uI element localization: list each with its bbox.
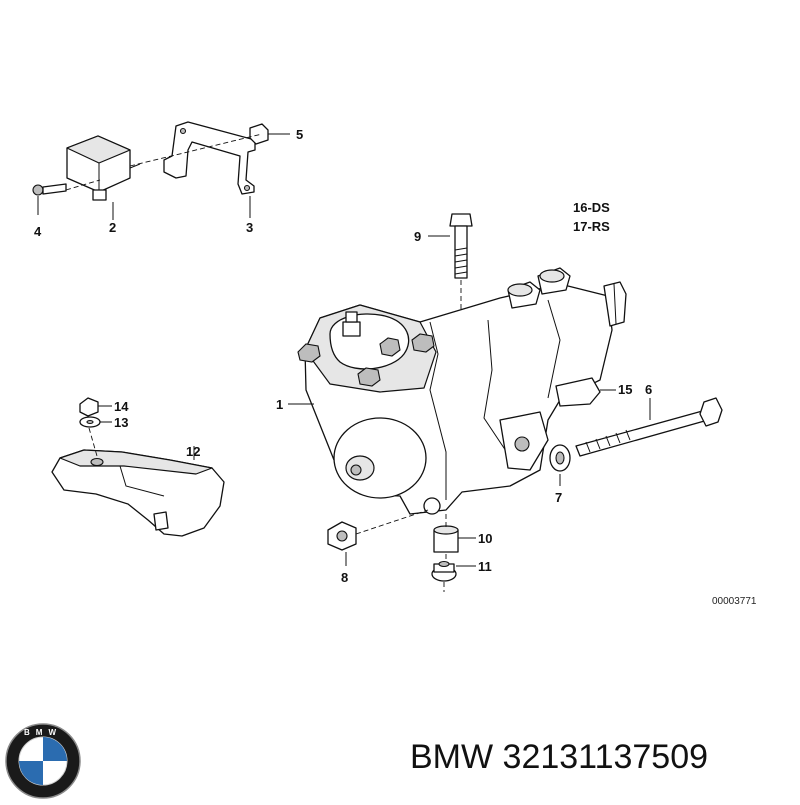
part-number: 32131137509: [502, 738, 709, 776]
callout-7: 7: [555, 490, 562, 505]
part-2-relay-box: [66, 135, 141, 201]
callout-2: 2: [109, 220, 116, 235]
dash-line: [129, 133, 263, 167]
callout-14: 14: [114, 399, 129, 414]
callout-10: 10: [478, 531, 492, 546]
part-6-long-bolt: [575, 397, 723, 457]
part-1-steering-gear: [288, 267, 627, 515]
part-4-screw: [32, 183, 67, 215]
dash-line: [88, 427, 98, 457]
callout-8: 8: [341, 570, 348, 585]
callout-4: 4: [34, 224, 42, 239]
callout-12: 12: [186, 444, 200, 459]
callout-5: 5: [296, 127, 303, 142]
logo-letters: BMW: [24, 728, 62, 737]
footer-caption: BMW 32131137509: [410, 738, 708, 777]
callout-15: 15: [618, 382, 632, 397]
brand-name: BMW: [410, 738, 494, 776]
callout-13: 13: [114, 415, 128, 430]
part-5-clip-nut: [249, 123, 290, 145]
part-13-washer: [79, 416, 112, 428]
part-11-flange-nut: [431, 514, 476, 592]
part-10-bushing: [433, 525, 476, 553]
part-7-washer: [549, 444, 571, 486]
part-3-bracket: [163, 121, 256, 218]
part-9-bolt: [428, 213, 473, 312]
callout-9: 9: [414, 229, 421, 244]
bmw-logo: BMW: [5, 723, 81, 799]
variant-rs-label: 17-RS: [573, 219, 610, 234]
part-8-nut: [327, 509, 429, 566]
part-12-cover-plate: [51, 446, 225, 537]
drawing-code: 00003771: [712, 596, 757, 607]
callout-3: 3: [246, 220, 253, 235]
part-14-nut: [79, 397, 112, 417]
callout-1: 1: [276, 397, 283, 412]
callout-11: 11: [478, 559, 492, 574]
dash-line: [65, 179, 101, 191]
variant-ds-label: 16-DS: [573, 200, 610, 215]
callout-6: 6: [645, 382, 652, 397]
